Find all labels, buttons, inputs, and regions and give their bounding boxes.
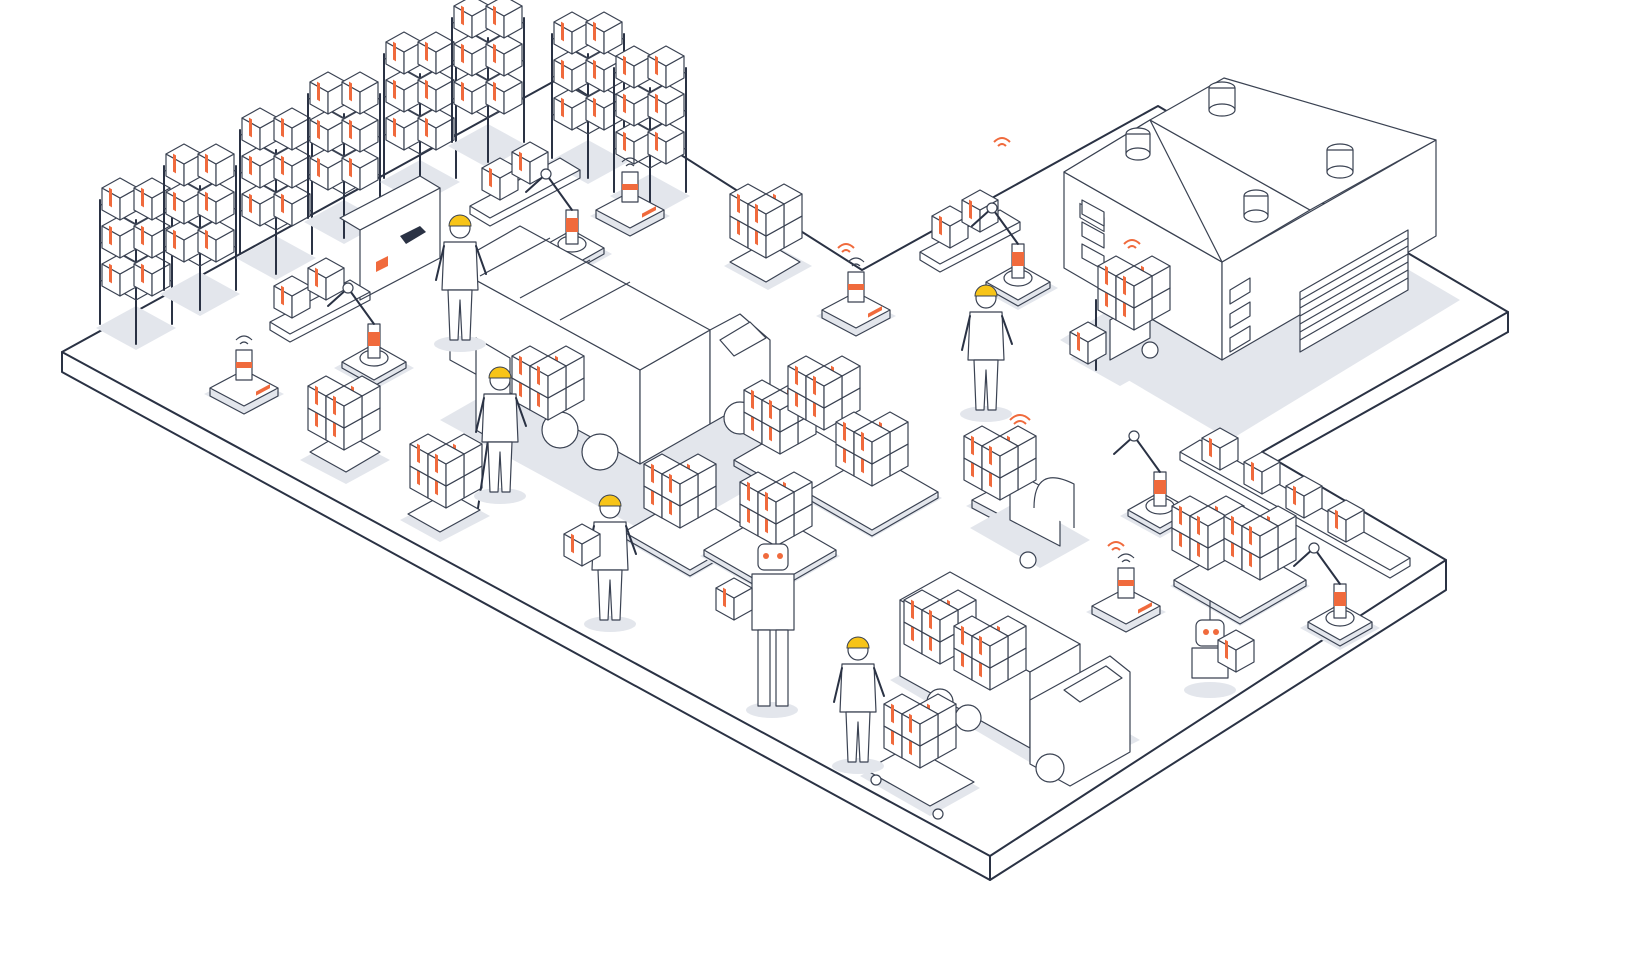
agv-robot-icon [1085, 553, 1167, 633]
conveyor-belt-icon [269, 141, 1411, 579]
service-robot-icon [715, 543, 798, 718]
delivery-truck-icon [890, 571, 1140, 787]
agv-robot-icon [815, 257, 897, 337]
forklift-icon [964, 426, 1090, 569]
roof-vent [1125, 81, 1354, 223]
wifi-signal-icon [837, 137, 1141, 551]
control-panel-icon [339, 175, 441, 301]
service-robot-icon [1184, 600, 1255, 698]
worker-icon [831, 636, 885, 775]
storage-rack-icon [160, 144, 240, 316]
warehouse-building-icon [1060, 77, 1460, 440]
forklift-icon [1069, 256, 1170, 386]
storage-rack-icon [236, 108, 316, 280]
agv-robot-icon [203, 335, 285, 415]
robotic-arm-icon [1293, 542, 1381, 651]
hand-cart-icon [400, 434, 490, 542]
storage-rack-icon [448, 0, 528, 168]
box-cart-group [300, 184, 812, 484]
worker-icon [959, 284, 1013, 423]
